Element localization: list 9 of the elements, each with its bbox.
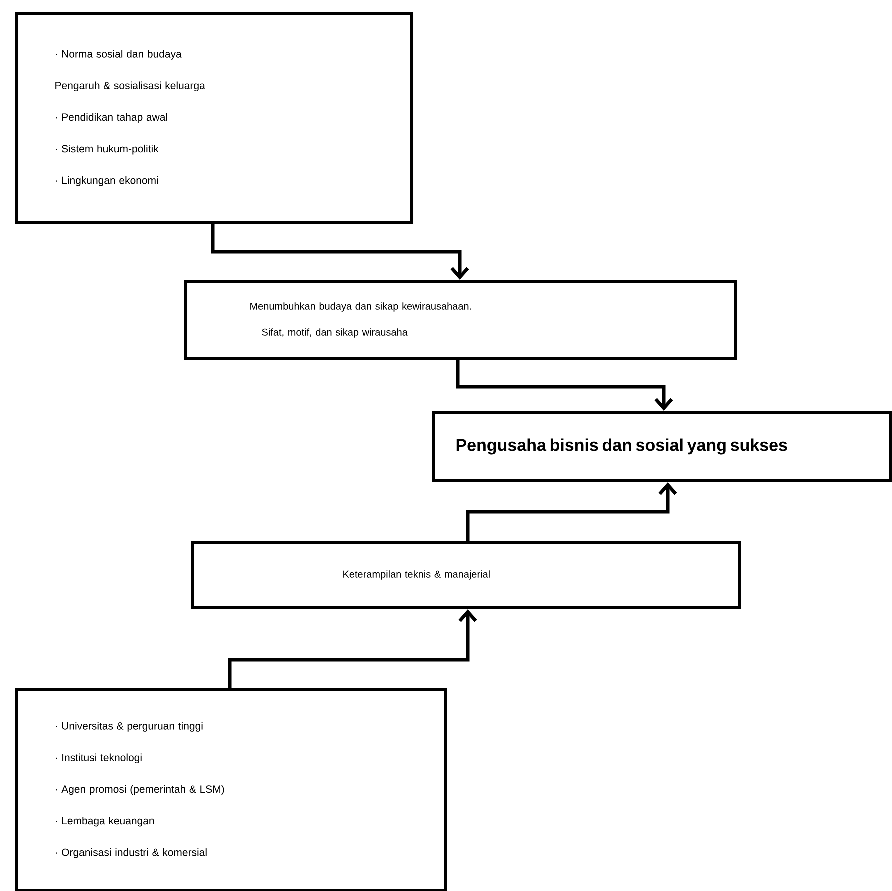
process-box: Keterampilan teknis & manajerial: [191, 540, 742, 610]
arrow: [211, 224, 470, 280]
arrow: [466, 482, 678, 541]
process-box: Pengusaha bisnis dan sosial yang sukses: [432, 410, 892, 482]
arrow: [228, 609, 478, 688]
arrow: [456, 360, 674, 411]
process-box: · Norma sosial dan budaya Pengaruh & sosialisasi keluarga · Pendidikan tahap awal · Sistem hukum-politik · Lingkungan ekonomi: [15, 12, 414, 224]
process-box: Menumbuhkan budaya dan sikap kewirausahaan. Sifat, motif, dan sikap wirausaha: [184, 280, 738, 360]
process-box: · Universitas & perguruan tinggi · Institusi teknologi · Agen promosi (pemerintah & LSM) · Lembaga keuangan · Organisasi industri & komersial: [15, 688, 448, 891]
